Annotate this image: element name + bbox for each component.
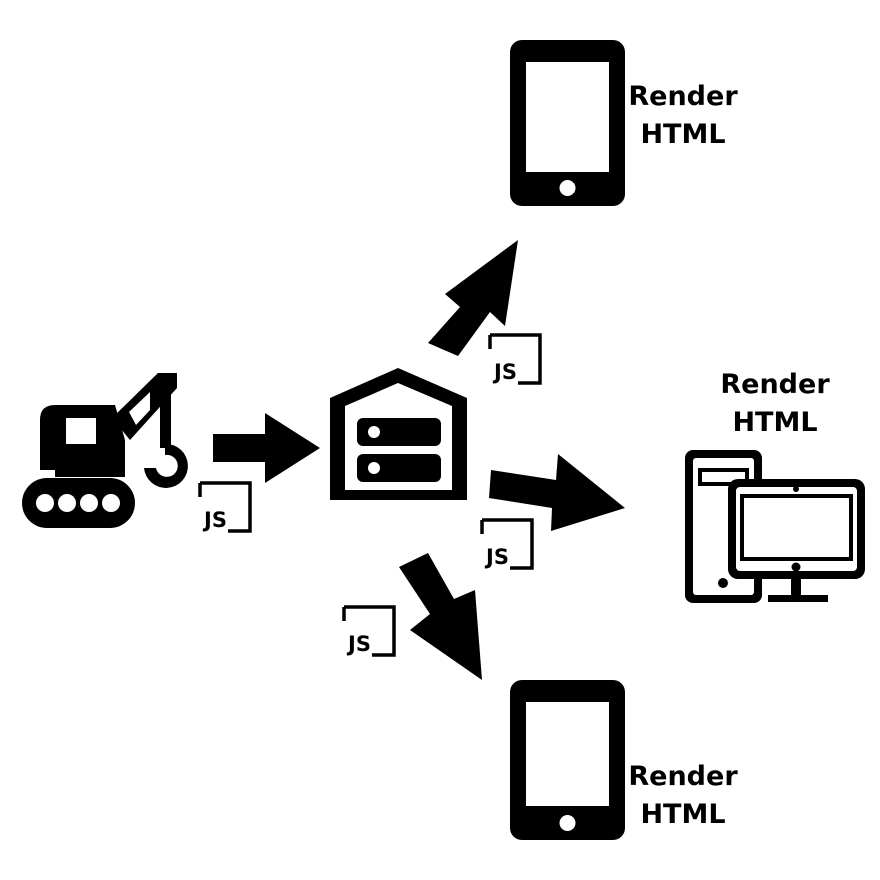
desktop-computer-icon [685, 450, 865, 603]
js-badge-label: JS [484, 545, 509, 569]
server-warehouse-icon [330, 368, 467, 500]
tablet-icon [510, 40, 625, 206]
js-badge: JS [480, 518, 534, 570]
tablet-icon [510, 680, 625, 840]
render-html-label-top: Render HTML [603, 78, 763, 154]
js-badge: JS [198, 481, 252, 533]
label-line-1: Render [628, 761, 738, 792]
arrow-to-server [213, 413, 320, 483]
js-badge-label: JS [492, 360, 517, 384]
js-badge-label: JS [346, 632, 371, 656]
js-badge: JS [342, 605, 396, 657]
js-badge-label: JS [202, 508, 227, 532]
render-html-label-desktop: Render HTML [695, 366, 855, 442]
arrow-to-bottom-tablet [399, 553, 482, 680]
js-badge: JS [488, 333, 542, 385]
render-html-label-bottom: Render HTML [603, 758, 763, 834]
label-line-2: HTML [732, 407, 818, 438]
label-line-2: HTML [640, 119, 726, 150]
label-line-1: Render [628, 81, 738, 112]
arrow-to-top-tablet [428, 240, 518, 356]
label-line-2: HTML [640, 799, 726, 830]
arrow-to-desktop [489, 454, 625, 531]
crane-icon [22, 373, 188, 528]
label-line-1: Render [720, 369, 830, 400]
